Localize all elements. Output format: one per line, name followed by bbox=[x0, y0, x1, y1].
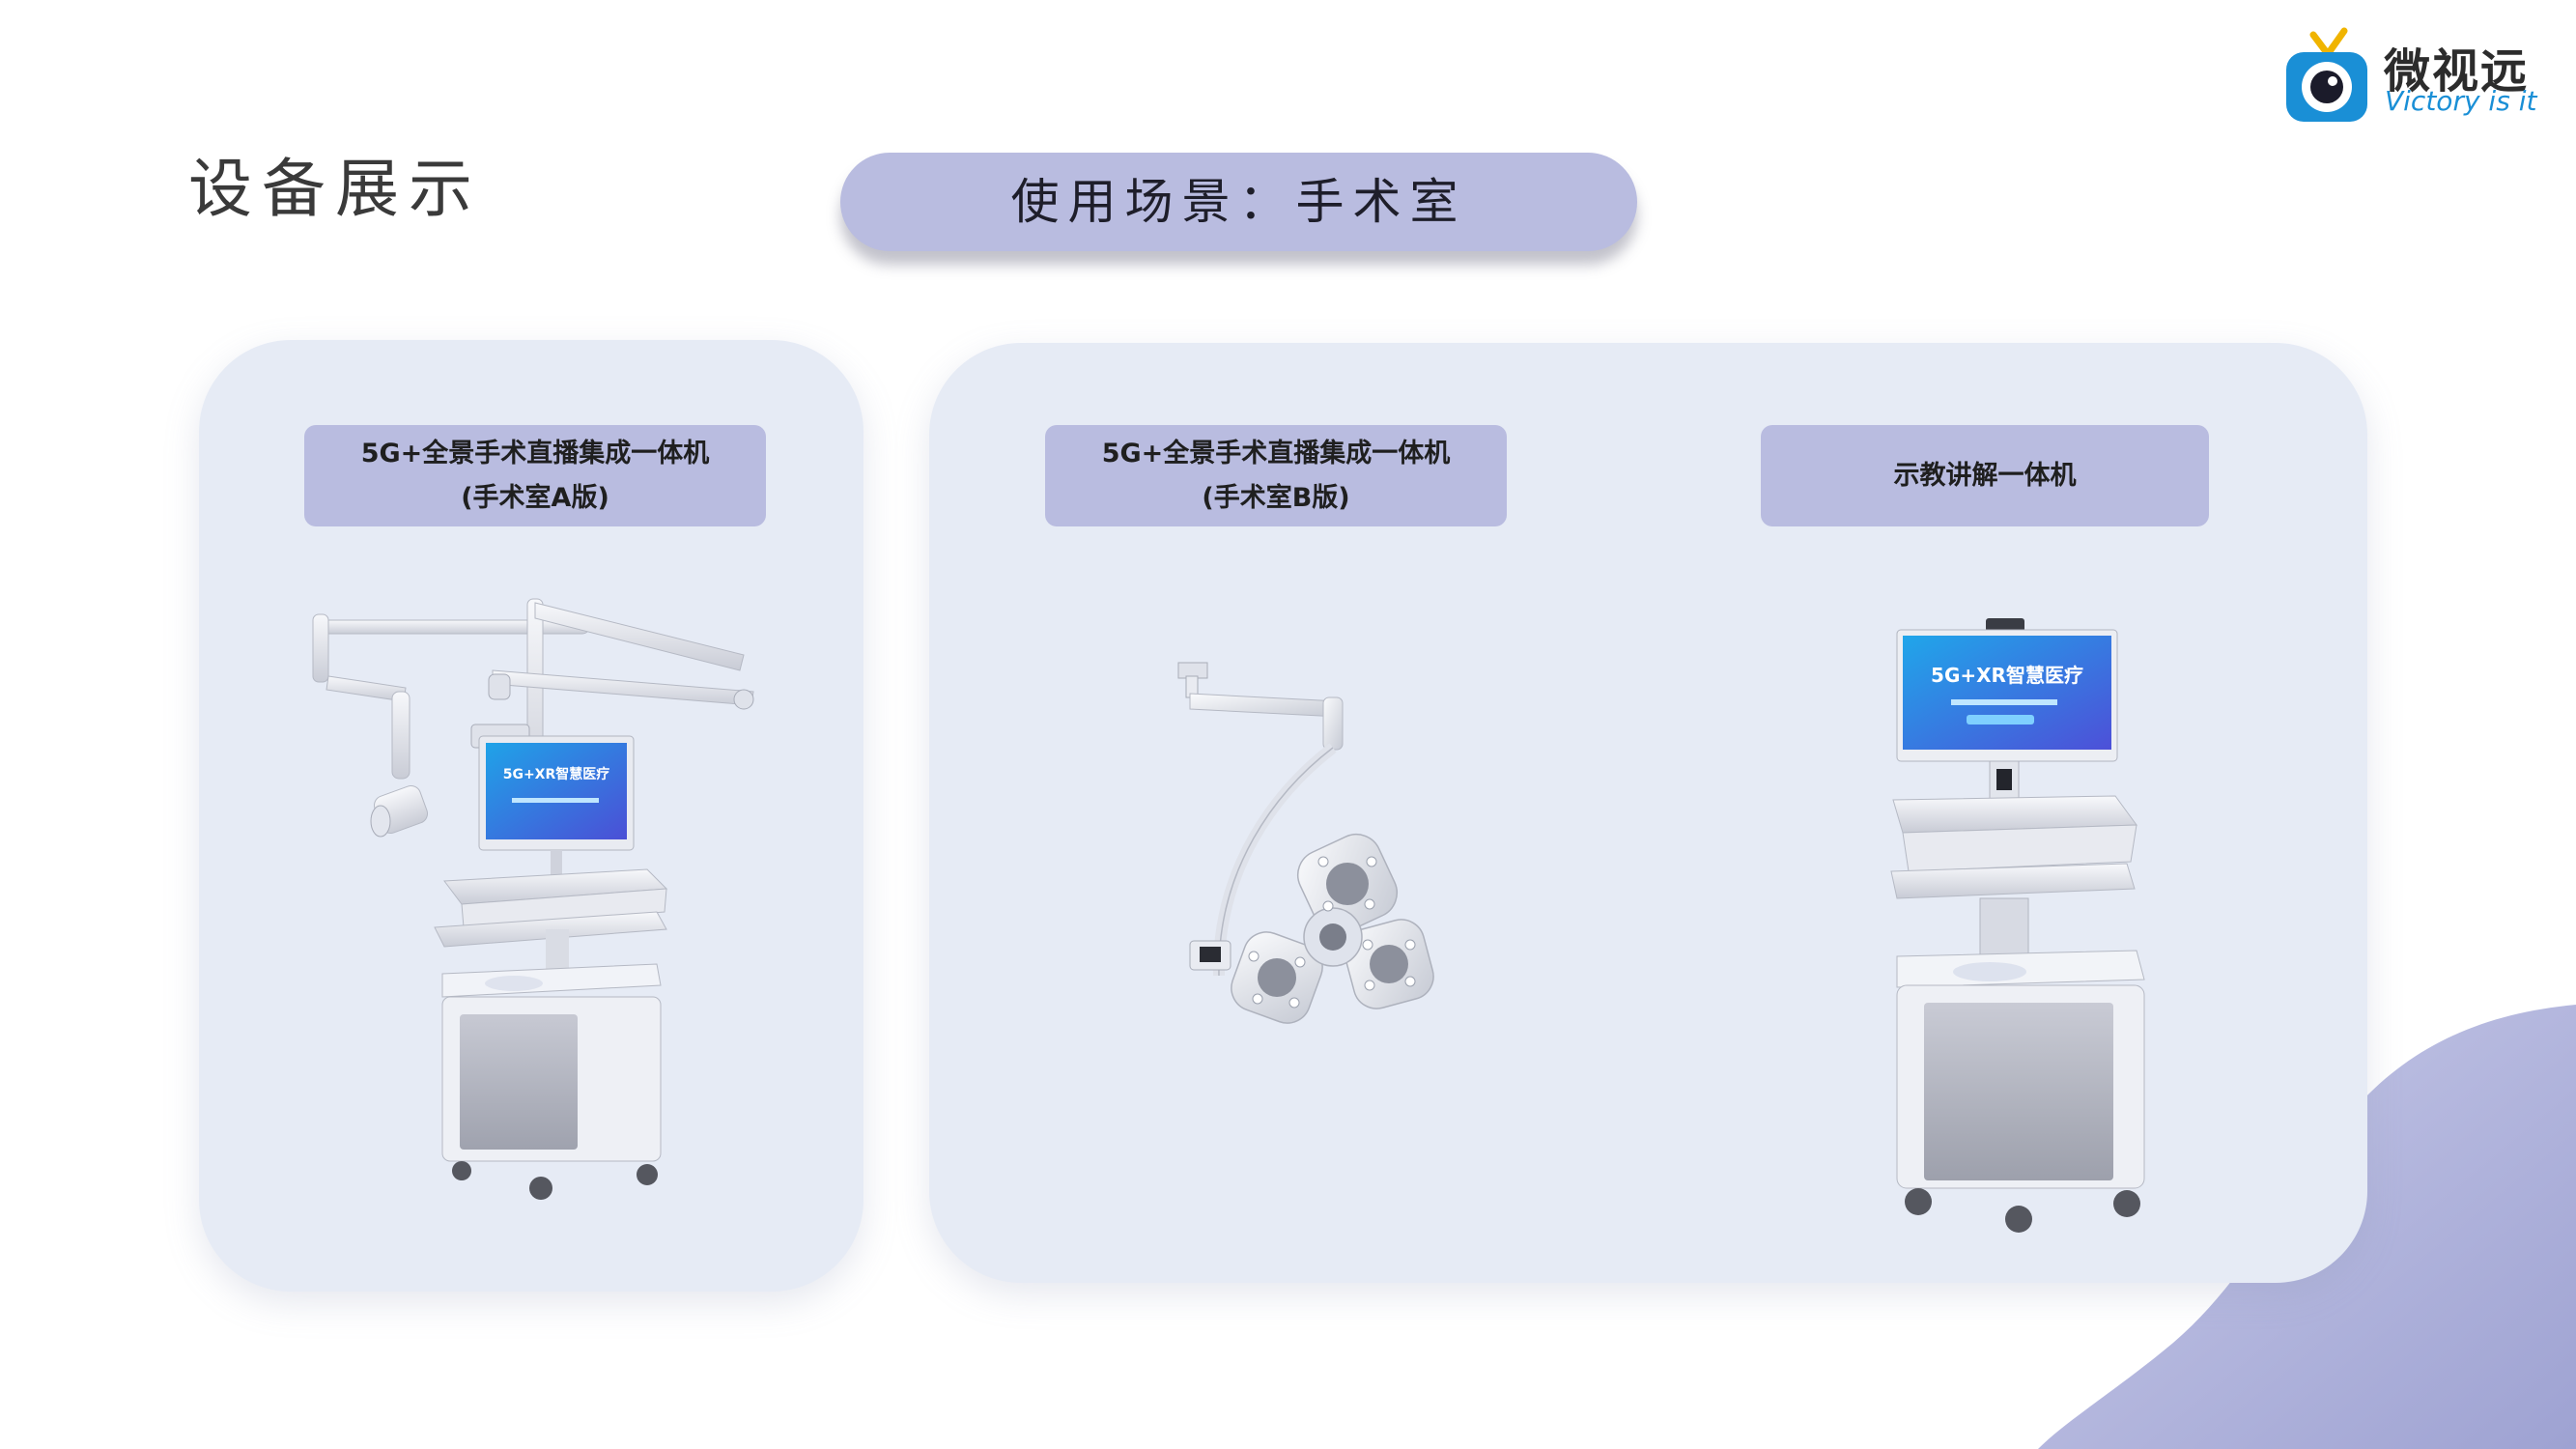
device-label-b-line2: (手术室B版) bbox=[1202, 482, 1350, 513]
device-label-c-line1: 示教讲解一体机 bbox=[1893, 460, 2077, 491]
brand-slogan: Victory is it bbox=[2385, 85, 2537, 117]
brand-name: 微视远 bbox=[2384, 44, 2530, 99]
device-label-b-line1: 5G+全景手术直播集成一体机 bbox=[1101, 438, 1451, 469]
device-label-a-line1: 5G+全景手术直播集成一体机 bbox=[360, 438, 710, 469]
monitor-headline-c: 5G+XR智慧医疗 bbox=[1931, 664, 2083, 687]
brand-logo: 微视远 Victory is it bbox=[2284, 27, 2545, 124]
surgical-arm-cart-device: 5G+XR智慧医疗 bbox=[312, 598, 754, 1200]
camera-eye-icon bbox=[2286, 27, 2367, 122]
device-label-a-line2: (手术室A版) bbox=[461, 482, 609, 513]
scene-label: 使用场景：手术室 bbox=[840, 153, 1637, 251]
teaching-cart-device: 5G+XR智慧医疗 bbox=[1890, 618, 2145, 1233]
monitor-headline-a: 5G+XR智慧医疗 bbox=[503, 766, 610, 782]
ceiling-surgical-light-device bbox=[1177, 662, 1434, 1024]
device-label-a: 5G+全景手术直播集成一体机 (手术室A版) bbox=[304, 425, 766, 526]
device-label-b: 5G+全景手术直播集成一体机 (手术室B版) bbox=[1045, 425, 1507, 526]
device-label-c: 示教讲解一体机 bbox=[1761, 425, 2209, 526]
page-title: 设备展示 bbox=[188, 152, 482, 227]
